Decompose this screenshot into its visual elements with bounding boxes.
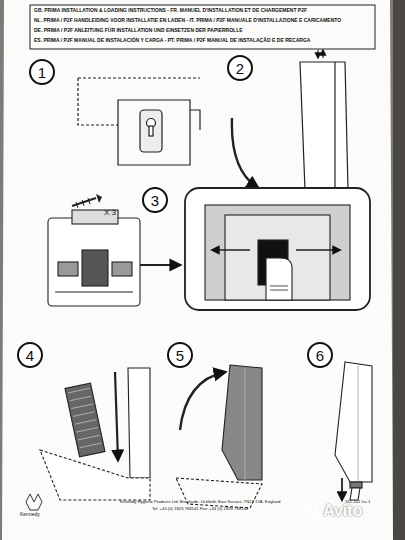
lid-closing-drawing: [176, 365, 262, 508]
avito-watermark-icon: [301, 503, 320, 522]
step-circle: 5: [167, 342, 193, 368]
step-number: 4: [26, 348, 34, 363]
header-line: GB. PRIMA INSTALLATION & LOADING INSTRUC…: [34, 8, 307, 14]
kennedy-logo: [26, 494, 42, 510]
watermark: Avito: [323, 502, 362, 520]
step-circle: 4: [17, 342, 43, 368]
step-number: 1: [38, 65, 46, 80]
step-number: 6: [316, 348, 324, 363]
step-circle: 3: [142, 187, 168, 213]
step-number: 5: [176, 348, 184, 363]
header-line: DE. PRIMA / P2F ANLEITUNG FÜR INSTALLATI…: [34, 28, 243, 34]
shadow-edge: [393, 0, 405, 540]
paper-sheet: [2, 0, 393, 540]
paper-loading-drawing: [40, 368, 150, 500]
step-number: 3: [151, 193, 159, 208]
wall-plate-drawing: [78, 78, 200, 165]
header-line: ES. PRIMA / P2F MANUAL DE INSTALACIÓN Y …: [34, 38, 310, 44]
step-circle: 2: [227, 55, 253, 81]
company-phone: Tel: +44 (0) 1825 768141 Fax: +44 (0) 18…: [80, 507, 320, 512]
brand-logo-text: Kennedy: [20, 512, 40, 518]
header-box: [30, 5, 375, 49]
step-circle: 6: [307, 342, 333, 368]
step-number: 2: [236, 61, 244, 76]
screw-icon: [72, 194, 102, 208]
header-line: NL. PRIMA / P2F HANDLEIDING VOOR INSTALL…: [34, 18, 341, 24]
company-address: Kennedy Hygiene Products Ltd, Brookside,…: [80, 500, 320, 505]
quantity-label: X 3: [104, 208, 116, 217]
step-circle: 1: [29, 59, 55, 85]
dispensing-drawing: [335, 362, 372, 500]
dispenser-front-drawing: [48, 188, 370, 310]
